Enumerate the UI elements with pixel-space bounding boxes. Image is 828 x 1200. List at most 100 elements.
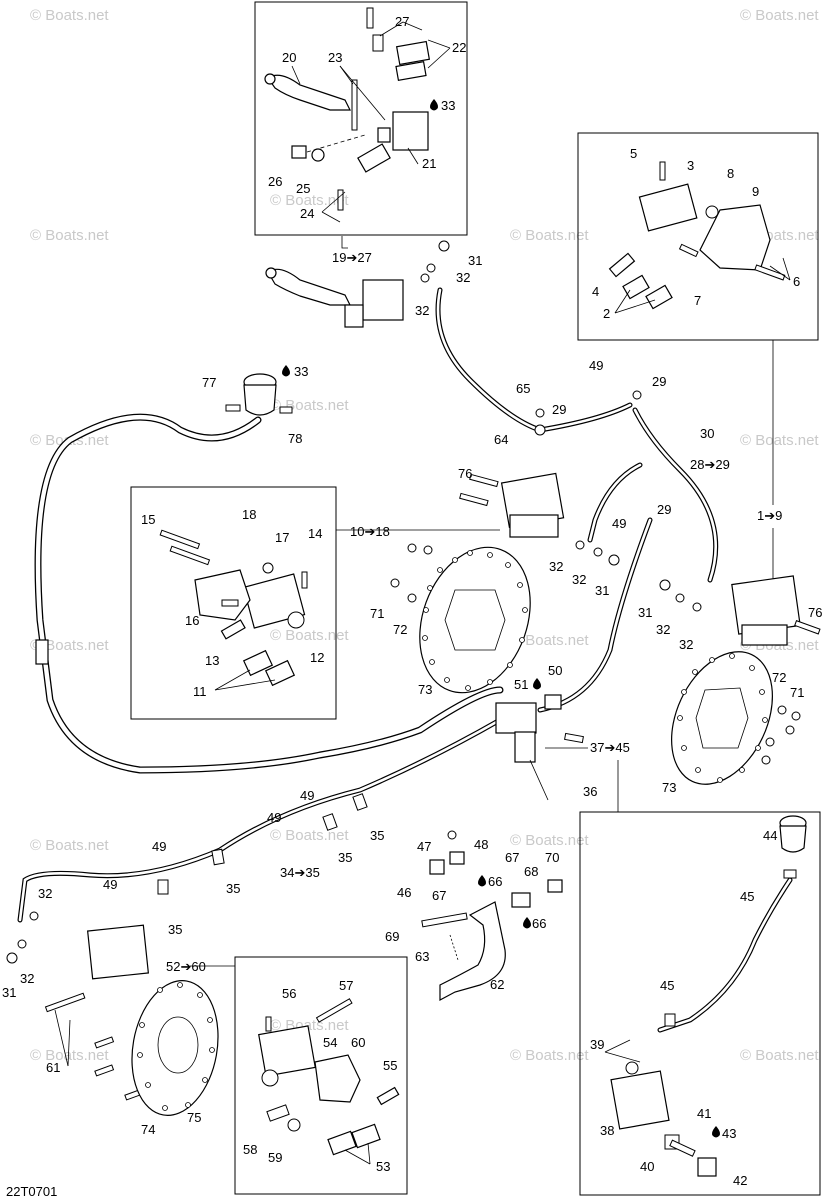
mounting-bolt — [794, 620, 821, 635]
leader-line — [614, 299, 656, 314]
brake-pad — [264, 659, 296, 687]
callout-11: 11 — [193, 684, 207, 699]
front-right-caliper-exploded — [608, 161, 786, 310]
callout-13: 13 — [205, 653, 219, 668]
watermark: © Boats.net — [510, 227, 589, 244]
callout-53: 53 — [376, 1159, 390, 1174]
callout-41: 41 — [697, 1106, 711, 1121]
leader-lines — [54, 21, 791, 1165]
clamp — [344, 304, 364, 328]
leader-line — [769, 265, 791, 281]
front-left-caliper-assembled — [459, 472, 565, 538]
banjo-bolt — [6, 952, 18, 964]
callout-76: 76 — [458, 466, 472, 481]
guide-pin — [315, 998, 353, 1023]
callout-73: 73 — [662, 780, 676, 795]
callout-5: 5 — [630, 146, 637, 161]
disc-vent-hole — [505, 562, 511, 568]
callout-38: 38 — [600, 1123, 614, 1138]
leader-line — [339, 65, 386, 121]
rear-master-cylinder-assembled — [495, 694, 584, 801]
callout-66: 66 — [488, 874, 502, 889]
callout-16: 16 — [185, 613, 199, 628]
reservoir-body — [243, 384, 277, 416]
front-left-caliper-exploded — [159, 529, 308, 687]
callout-73: 73 — [418, 682, 432, 697]
sealing-washer — [535, 408, 545, 418]
disc-vent-hole — [429, 659, 435, 665]
callout-45: 45 — [660, 978, 674, 993]
clevis — [429, 859, 445, 875]
disc-hub — [157, 1016, 199, 1074]
mounting-bolt — [159, 529, 201, 550]
guide-pin — [678, 243, 699, 258]
oil-drop-icon — [712, 1126, 720, 1138]
watermark: © Boats.net — [270, 627, 349, 644]
disc-vent-hole — [177, 982, 183, 988]
mounting-bolt — [469, 473, 499, 488]
callout-29: 29 — [552, 402, 566, 417]
bleeder-screw — [265, 1016, 272, 1032]
detail-box-front-left-caliper — [130, 486, 337, 720]
line-clamp — [322, 813, 338, 831]
callout-40: 40 — [640, 1159, 654, 1174]
sealing-washer — [420, 273, 430, 283]
rear-master-cylinder-exploded — [610, 815, 807, 1177]
lever-knob — [265, 267, 277, 279]
callout-67: 67 — [505, 850, 519, 865]
hose-clamp — [664, 1013, 676, 1027]
mounting-bolt — [459, 492, 489, 507]
disc-vent-hole — [427, 585, 433, 591]
master-cylinder-body — [495, 702, 537, 734]
mounting-bolt — [44, 992, 86, 1013]
reservoir-hose — [657, 877, 793, 1033]
callout-64: 64 — [494, 432, 508, 447]
sealing-washer — [17, 939, 27, 949]
callout-34-35: 34➔35 — [280, 865, 320, 880]
banjo-bolt — [438, 240, 450, 252]
fitting — [625, 1061, 639, 1075]
callout-35: 35 — [168, 922, 182, 937]
callout-17: 17 — [275, 530, 289, 545]
caliper-body — [258, 1025, 316, 1077]
watermark: © Boats.net — [510, 632, 589, 649]
callout-29: 29 — [652, 374, 666, 389]
pad-spring — [376, 1086, 400, 1106]
front-brake-disc-left — [419, 546, 531, 694]
disc-vent-hole — [185, 1102, 191, 1108]
pad-spring — [220, 619, 246, 640]
callout-72: 72 — [772, 670, 786, 685]
leader-line — [344, 1149, 371, 1165]
detail-box-rear-master-cylinder — [579, 811, 821, 1196]
disc-bolt — [777, 705, 787, 715]
watermark: © Boats.net — [30, 637, 109, 654]
brake-line-right — [633, 408, 717, 582]
callout-35: 35 — [338, 850, 352, 865]
leader-line — [214, 679, 276, 691]
callout-31: 31 — [638, 605, 652, 620]
callout-22: 22 — [452, 40, 466, 55]
callout-1-9: 1➔9 — [757, 508, 782, 523]
leader-line — [341, 236, 348, 249]
leader-line — [321, 211, 341, 223]
disc-vent-hole — [452, 557, 458, 563]
callout-25: 25 — [296, 181, 310, 196]
callout-35: 35 — [370, 828, 384, 843]
brake-pad — [622, 274, 650, 300]
master-cylinder-exploded — [264, 7, 431, 211]
brake-pedal-assembly — [421, 830, 563, 1001]
callout-31: 31 — [595, 583, 609, 598]
disc-vent-hole — [145, 1082, 151, 1088]
watermark: © Boats.net — [30, 227, 109, 244]
disc-vent-hole — [137, 1052, 143, 1058]
caliper-bracket — [194, 569, 251, 621]
clevis — [449, 851, 465, 865]
guide-pin — [221, 599, 239, 607]
callout-12: 12 — [310, 650, 324, 665]
brake-hoses — [17, 287, 719, 923]
callout-2: 2 — [603, 306, 610, 321]
line-clamp — [157, 879, 169, 895]
sealing-washer — [675, 593, 685, 603]
callout-35: 35 — [226, 881, 240, 896]
reservoir-fitting — [544, 694, 562, 710]
